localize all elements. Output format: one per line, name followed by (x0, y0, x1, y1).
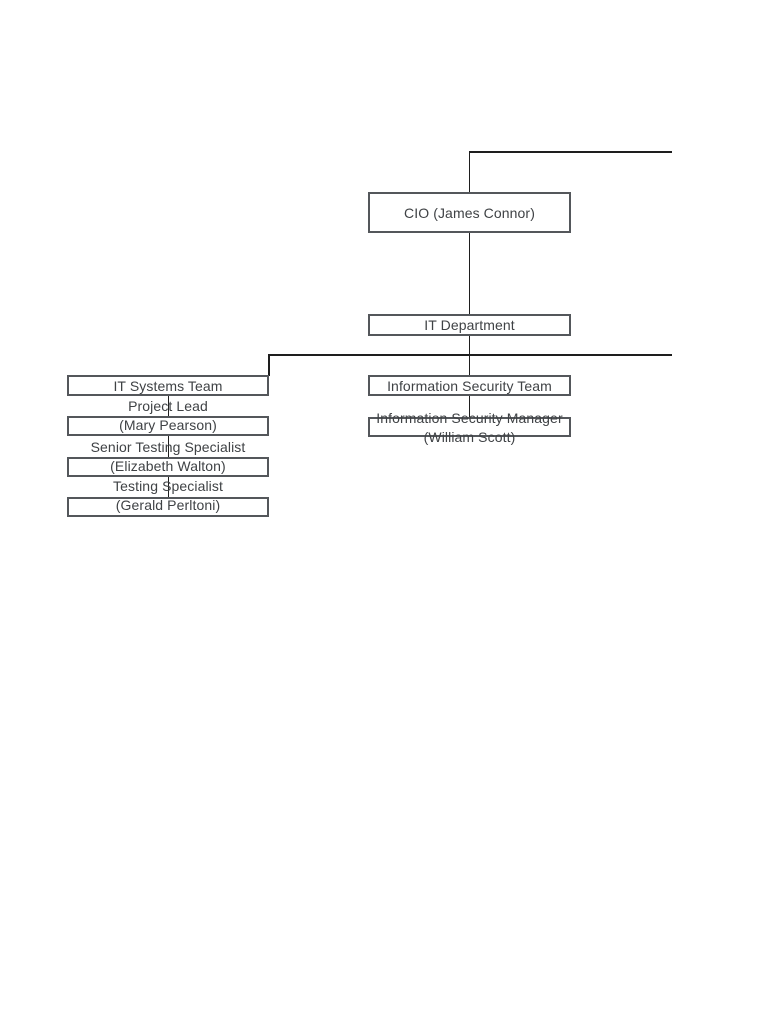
senior-testing-role: Senior Testing Specialist (90, 439, 246, 455)
connector-security-team-to-manager (468, 395, 470, 418)
security-manager-role: Information Security Manager (376, 410, 563, 426)
connector-senior-to-testing (167, 476, 169, 498)
connector-department-down (468, 335, 470, 376)
connector-systems-to-project-lead (167, 395, 169, 417)
connector-cio-to-parent-vertical (468, 151, 470, 192)
connector-cio-to-department (468, 232, 470, 314)
testing-person: (Gerald Perltoni) (115, 497, 221, 513)
node-project-lead-box (67, 416, 269, 436)
security-manager-person: (William Scott) (423, 429, 516, 445)
node-it-systems-team-label: IT Systems Team (113, 377, 223, 394)
node-cio: CIO (James Connor) (368, 192, 571, 233)
node-information-security-team-label: Information Security Team (387, 377, 552, 394)
senior-testing-person: (Elizabeth Walton) (110, 458, 226, 474)
node-security-manager-box (368, 417, 571, 437)
testing-role: Testing Specialist (113, 478, 223, 494)
node-it-systems-team: IT Systems Team (67, 375, 269, 396)
node-testing-label: Testing Specialist (Gerald Perltoni) (67, 477, 269, 515)
node-cio-label: CIO (James Connor) (404, 204, 535, 221)
project-lead-role: Project Lead (128, 398, 208, 414)
node-senior-testing-label: Senior Testing Specialist (Elizabeth Wal… (67, 438, 269, 476)
connector-sibling-rail (268, 354, 672, 356)
connector-project-lead-to-senior (167, 435, 169, 458)
connector-drop-systems-team (268, 354, 270, 376)
node-project-lead-label: Project Lead (Mary Pearson) (67, 397, 269, 435)
node-security-manager-label: Information Security Manager (William Sc… (368, 409, 571, 447)
node-information-security-team: Information Security Team (368, 375, 571, 396)
node-it-department: IT Department (368, 314, 571, 336)
node-senior-testing-box (67, 457, 269, 477)
project-lead-person: (Mary Pearson) (119, 417, 217, 433)
node-it-department-label: IT Department (424, 317, 515, 333)
node-testing-box (67, 497, 269, 517)
connector-cio-to-parent-horizontal (468, 151, 672, 153)
